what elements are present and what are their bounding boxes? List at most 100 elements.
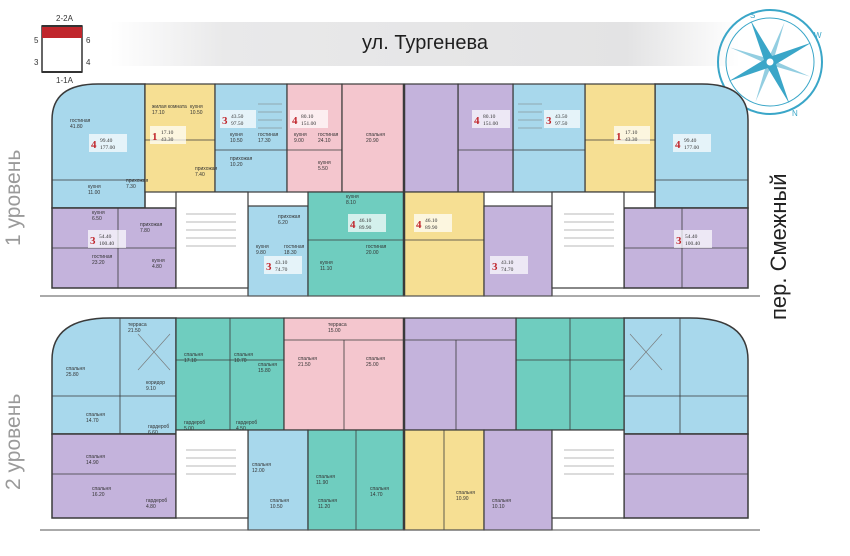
- key-plan-top-label: 2-2А: [56, 14, 73, 23]
- room-name: гостиная: [366, 244, 387, 250]
- apt-badge-area1: 46.10: [425, 218, 438, 224]
- room-name: терраса: [128, 322, 147, 328]
- apt-badge-rooms: 4: [350, 219, 356, 231]
- room-area: 6.50: [92, 216, 102, 222]
- room-name: прихожая: [278, 214, 301, 220]
- room-area: 14.70: [86, 418, 99, 424]
- apt-l2-left-purple-bottom: [51, 433, 177, 519]
- room-area: 10.50: [270, 504, 283, 510]
- apt-badge-rooms: 4: [292, 115, 298, 127]
- room-name: кухня: [190, 104, 203, 110]
- apt-badge-area1: 54.40: [685, 234, 698, 240]
- apt-badge-area2: 97.50: [555, 121, 568, 127]
- room-name: прихожая: [140, 222, 163, 228]
- room-name: спальня: [66, 366, 85, 372]
- apt-l2-right-rounded: [623, 317, 749, 435]
- room-area: 23.20: [92, 260, 105, 266]
- apt-badge-area2: 74.70: [275, 267, 288, 273]
- stair-l1-left: [175, 191, 249, 289]
- room-area: 15.80: [258, 368, 271, 374]
- room-name: кухня: [346, 194, 359, 200]
- room-area: 7.30: [126, 184, 136, 190]
- room-name: кухня: [230, 132, 243, 138]
- room-area: 10.50: [230, 138, 243, 144]
- apt-badge-area2: 74.70: [501, 267, 514, 273]
- apt-badge-area2: 151.00: [301, 121, 316, 127]
- room-area: 4.50: [236, 426, 246, 432]
- apt-badge-rooms: 1: [152, 131, 158, 143]
- compass-n-label: N: [792, 109, 798, 118]
- room-area: 5.00: [184, 426, 194, 432]
- apt-badges-l1: 4 99.40 177.00 1 17.10 43.30 3 43.50 97.…: [88, 110, 386, 274]
- room-name: прихожая: [230, 156, 253, 162]
- room-area: 10.50: [190, 110, 203, 116]
- key-plan: 2-2А 1-1А 5 3 6 4: [28, 10, 98, 90]
- room-name: спальня: [456, 490, 475, 496]
- room-area: 4.80: [146, 504, 156, 510]
- room-name: кухня: [256, 244, 269, 250]
- room-name: прихожая: [195, 166, 218, 172]
- apt-badge-area1: 43.50: [555, 114, 568, 120]
- level-1-plan: 4 99.40 177.00 1 17.10 43.30 3 43.50 97.…: [51, 83, 749, 297]
- compass-rose-icon: S N W E: [712, 4, 828, 120]
- room-area: 14.70: [370, 492, 383, 498]
- room-area: 14.90: [86, 460, 99, 466]
- apt-l1-right-3room-top: [512, 83, 586, 193]
- apt-badge-area1: 43.10: [501, 260, 514, 266]
- apt-badge-rooms: 3: [676, 235, 682, 247]
- room-area: 8.10: [346, 200, 356, 206]
- apt-badge-rooms: 3: [266, 261, 272, 273]
- apt-l1-right-4room-yellow: [403, 191, 485, 297]
- apt-badge-area2: 89.90: [359, 225, 372, 231]
- apt-badge-rooms: 3: [90, 235, 96, 247]
- apt-badge-area1: 17.10: [161, 130, 174, 136]
- apt-badge-rooms: 4: [675, 139, 681, 151]
- room-area: 12.00: [252, 468, 265, 474]
- room-area: 25.00: [366, 362, 379, 368]
- apt-badge-area2: 177.00: [684, 145, 699, 151]
- compass-s-label: S: [750, 11, 755, 20]
- room-area: 9.80: [256, 250, 266, 256]
- room-name: спальня: [270, 498, 289, 504]
- key-plan-left-top: 5: [34, 36, 39, 45]
- room-area: 9.10: [146, 386, 156, 392]
- apt-badge-area1: 99.40: [684, 138, 697, 144]
- apt-badge-area1: 43.10: [275, 260, 288, 266]
- apt-badge-area1: 54.40: [99, 234, 112, 240]
- room-area: 6.60: [148, 430, 158, 436]
- room-name: кухня: [152, 258, 165, 264]
- room-area: 4.80: [152, 264, 162, 270]
- apt-badge-area2: 97.50: [231, 121, 244, 127]
- room-name: кухня: [92, 210, 105, 216]
- room-area: 10.20: [230, 162, 243, 168]
- apt-badge-area2: 177.00: [100, 145, 115, 151]
- room-area: 20.90: [366, 138, 379, 144]
- key-plan-right-top: 6: [86, 36, 91, 45]
- room-name: спальня: [234, 352, 253, 358]
- stair-l1-right: [551, 191, 625, 289]
- apt-badge-rooms: 4: [91, 139, 97, 151]
- room-name: спальня: [258, 362, 277, 368]
- room-area: 21.50: [128, 328, 141, 334]
- room-name: спальня: [370, 486, 389, 492]
- room-name: спальня: [316, 474, 335, 480]
- apt-l2-right-purple: [403, 317, 517, 431]
- room-area: 18.30: [284, 250, 297, 256]
- room-name: спальня: [252, 462, 271, 468]
- room-name: гардероб: [236, 420, 257, 426]
- apt-badge-rooms: 4: [416, 219, 422, 231]
- apt-l1-right-4room-purple: [457, 83, 514, 193]
- room-name: гостиная: [284, 244, 305, 250]
- room-name: гардероб: [148, 424, 169, 430]
- room-area: 17.10: [152, 110, 165, 116]
- room-area: 11.00: [88, 190, 100, 196]
- apt-badge-area1: 43.50: [231, 114, 244, 120]
- room-area: 9.00: [294, 138, 304, 144]
- room-name: кухня: [88, 184, 101, 190]
- room-area: 10.90: [456, 496, 469, 502]
- room-name: гардероб: [146, 498, 167, 504]
- room-area: 10.10: [492, 504, 505, 510]
- apt-l2-left-rounded: [51, 317, 177, 435]
- compass-w-label: W: [814, 31, 822, 40]
- room-name: кухня: [294, 132, 307, 138]
